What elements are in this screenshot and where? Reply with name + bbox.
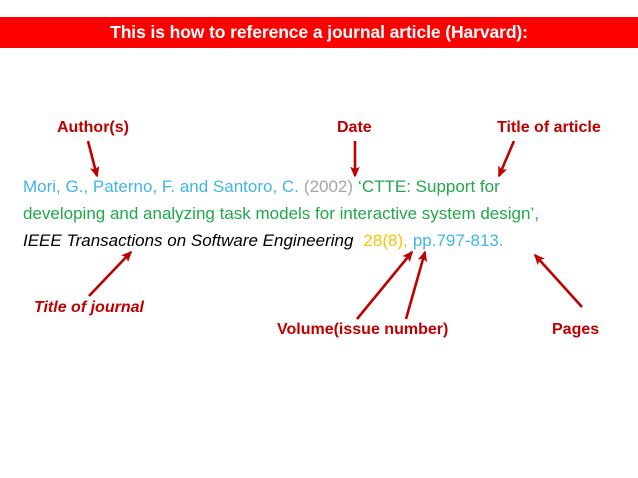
- citation-article-title-part-2: developing and analyzing task models for…: [23, 204, 539, 223]
- arrow-title-of-journal: [88, 250, 133, 297]
- citation-date: (2002): [303, 177, 354, 196]
- citation-line-1: Mori, G., Paterno, F. and Santoro, C.(20…: [23, 173, 619, 200]
- citation-pages: pp.797-813.: [412, 231, 504, 250]
- annotation-label-authors: Author(s): [57, 119, 129, 136]
- citation-line-3: IEEE Transactions on Software Engineerin…: [23, 227, 619, 254]
- annotation-label-pages: Pages: [552, 321, 600, 338]
- arrow-volume: [355, 250, 414, 320]
- citation-volume-issue: 28(8),: [363, 231, 408, 250]
- citation-article-title-part-1: ‘CTTE: Support for: [358, 177, 500, 196]
- citation-line-2: developing and analyzing task models for…: [23, 200, 619, 227]
- annotation-label-title-of-journal: Title of journal: [34, 299, 144, 316]
- citation-authors: Mori, G., Paterno, F. and Santoro, C.: [23, 177, 299, 196]
- annotation-label-volume-issue-number: Volume(issue number): [277, 321, 449, 338]
- annotation-label-date: Date: [337, 119, 372, 136]
- banner-title-text: This is how to reference a journal artic…: [110, 22, 528, 42]
- annotation-label-title-of-article: Title of article: [497, 119, 601, 136]
- title-banner: This is how to reference a journal artic…: [0, 17, 638, 48]
- arrow-issue-number: [404, 250, 428, 320]
- arrow-authors: [86, 140, 100, 178]
- citation-block: Mori, G., Paterno, F. and Santoro, C.(20…: [23, 173, 619, 254]
- arrow-title-of-article: [497, 140, 516, 178]
- citation-journal-title: IEEE Transactions on Software Engineerin…: [23, 231, 354, 250]
- arrow-pages: [533, 253, 583, 308]
